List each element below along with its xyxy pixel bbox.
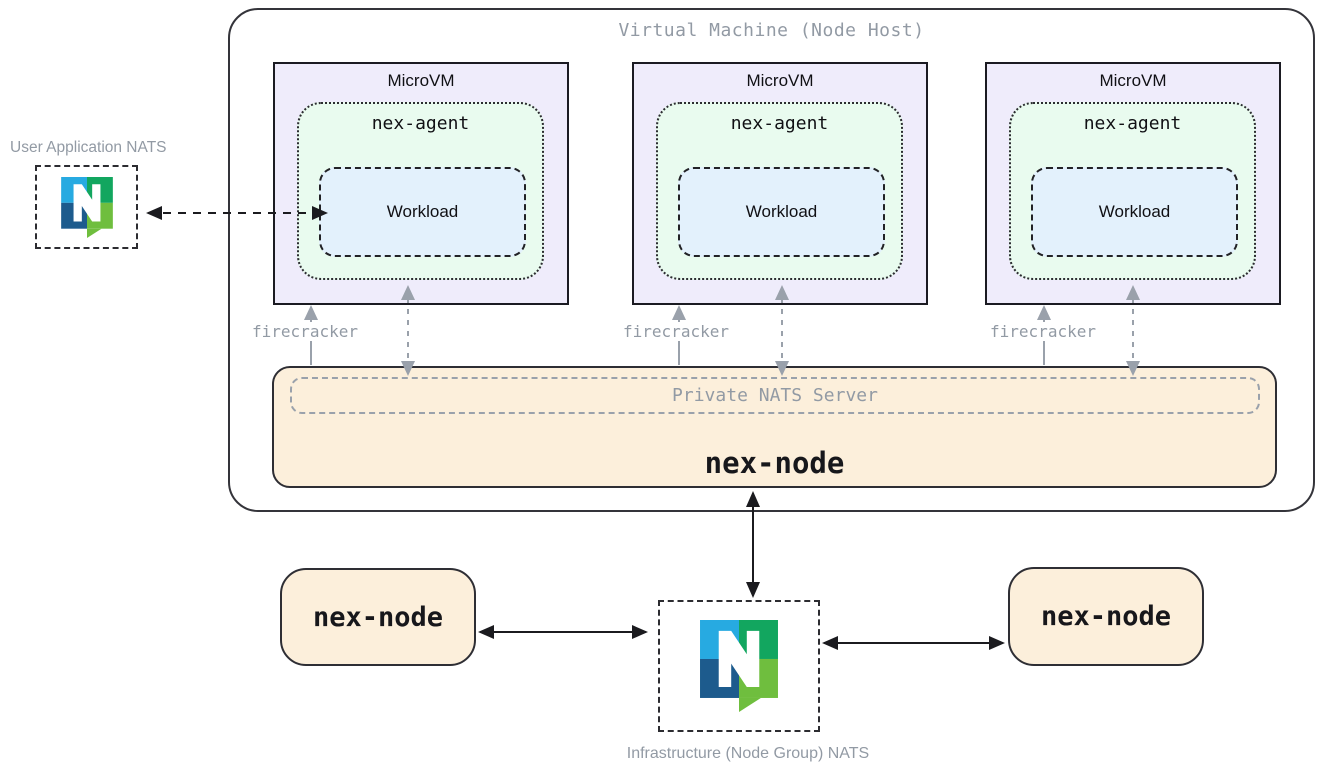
workload-box: Workload: [678, 167, 885, 257]
workload-box: Workload: [1031, 167, 1238, 257]
peer-nex-node-box-right: nex-node: [1008, 567, 1204, 666]
microvm-box-2: MicroVM nex-agent Workload: [632, 62, 928, 305]
user-application-nats-label: User Application NATS: [10, 139, 167, 156]
microvm-title: MicroVM: [1099, 71, 1167, 90]
workload-label: Workload: [745, 202, 818, 221]
user-application-nats-box: [35, 165, 138, 249]
microvm-title: MicroVM: [387, 71, 455, 90]
nex-node-host-label: nex-node: [704, 446, 845, 480]
workload-label: Workload: [386, 202, 459, 221]
workload-box: Workload: [319, 167, 526, 257]
peer-nex-node-label: nex-node: [1040, 601, 1172, 632]
nats-logo-icon: [60, 176, 113, 238]
nats-logo-icon: [700, 620, 778, 712]
firecracker-label: firecracker: [986, 322, 1100, 341]
workload-label: Workload: [1098, 202, 1171, 221]
nex-agent-box: nex-agent Workload: [297, 102, 544, 280]
nex-agent-label: nex-agent: [371, 113, 470, 134]
infrastructure-nats-label: Infrastructure (Node Group) NATS: [626, 745, 870, 762]
peer-nex-node-box-left: nex-node: [280, 568, 476, 666]
private-nats-server-label: Private NATS Server: [672, 385, 878, 406]
microvm-box-1: MicroVM nex-agent Workload: [273, 62, 569, 305]
nex-node-host-box: [272, 366, 1277, 488]
peer-nex-node-label: nex-node: [312, 601, 444, 633]
infrastructure-nats-box: [658, 600, 820, 732]
firecracker-label: firecracker: [619, 322, 733, 341]
vm-host-title: Virtual Machine (Node Host): [618, 20, 925, 41]
nex-agent-label: nex-agent: [730, 113, 829, 134]
nex-agent-label: nex-agent: [1083, 113, 1182, 134]
private-nats-server-box: Private NATS Server: [290, 377, 1260, 414]
vm-host-box: [228, 8, 1315, 512]
firecracker-label: firecracker: [248, 322, 362, 341]
nex-agent-box: nex-agent Workload: [656, 102, 903, 280]
nex-agent-box: nex-agent Workload: [1009, 102, 1256, 280]
microvm-box-3: MicroVM nex-agent Workload: [985, 62, 1281, 305]
microvm-title: MicroVM: [746, 71, 814, 90]
